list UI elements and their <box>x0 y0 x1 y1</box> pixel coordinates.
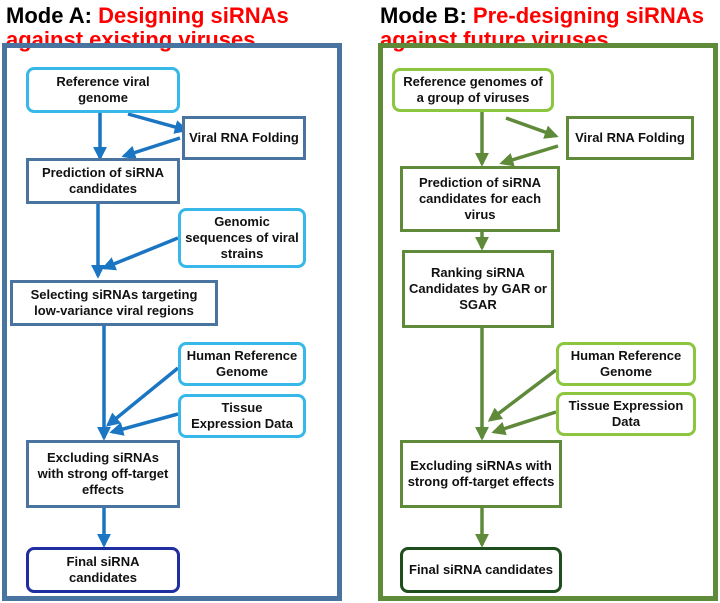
b-viral-rna-folding: Viral RNA Folding <box>566 116 694 160</box>
mode-b-title-prefix: Mode B: <box>380 3 467 28</box>
mode-b-panel <box>378 43 718 601</box>
arrow-a-folding-to-prediction <box>121 136 181 160</box>
arrow-b-ref-to-folding <box>505 116 559 139</box>
b-tissue-expression-data: Tissue Expression Data <box>556 392 696 436</box>
mode-a-title-line1: Designing siRNAs <box>98 3 289 28</box>
mode-b-heading: Mode B: Pre-designing siRNAs against fut… <box>380 4 720 52</box>
b-prediction-of-sirna-candidates: Prediction of siRNA candidates for each … <box>400 166 560 232</box>
a-excluding-sirnas: Excluding siRNAs with strong off-target … <box>26 440 180 508</box>
a-selecting-sirnas: Selecting siRNAs targeting low-variance … <box>10 280 218 326</box>
a-genomic-sequences: Genomic sequences of viral strains <box>178 208 306 268</box>
a-viral-rna-folding: Viral RNA Folding <box>182 116 306 160</box>
arrow-b-folding-to-prediction <box>499 144 559 167</box>
a-human-reference-genome: Human Reference Genome <box>178 342 306 386</box>
arrow-b-tissue-to-excluding <box>491 410 557 436</box>
a-reference-viral-genome: Reference viral genome <box>26 67 180 113</box>
b-reference-genomes: Reference genomes of a group of viruses <box>392 68 554 112</box>
mode-b-title-line1: Pre-designing siRNAs <box>472 3 704 28</box>
arrow-a-genomic-to-selecting <box>101 236 179 271</box>
a-final-sirna-candidates: Final siRNA candidates <box>26 547 180 593</box>
arrow-a-ref-to-folding <box>127 112 189 134</box>
b-final-sirna-candidates: Final siRNA candidates <box>400 547 562 593</box>
a-tissue-expression-data: Tissue Expression Data <box>178 394 306 438</box>
b-excluding-sirnas: Excluding siRNAs with strong off-target … <box>400 440 562 508</box>
a-prediction-of-sirna-candidates: Prediction of siRNA candidates <box>26 158 180 204</box>
b-ranking-sirna-candidates: Ranking siRNA Candidates by GAR or SGAR <box>402 250 554 328</box>
arrow-a-human-to-excluding <box>105 366 180 427</box>
mode-a-panel <box>2 43 342 601</box>
mode-a-title-prefix: Mode A: <box>6 3 92 28</box>
arrow-b-human-to-excluding <box>487 368 558 422</box>
arrow-a-tissue-to-excluding <box>109 412 179 436</box>
b-human-reference-genome: Human Reference Genome <box>556 342 696 386</box>
